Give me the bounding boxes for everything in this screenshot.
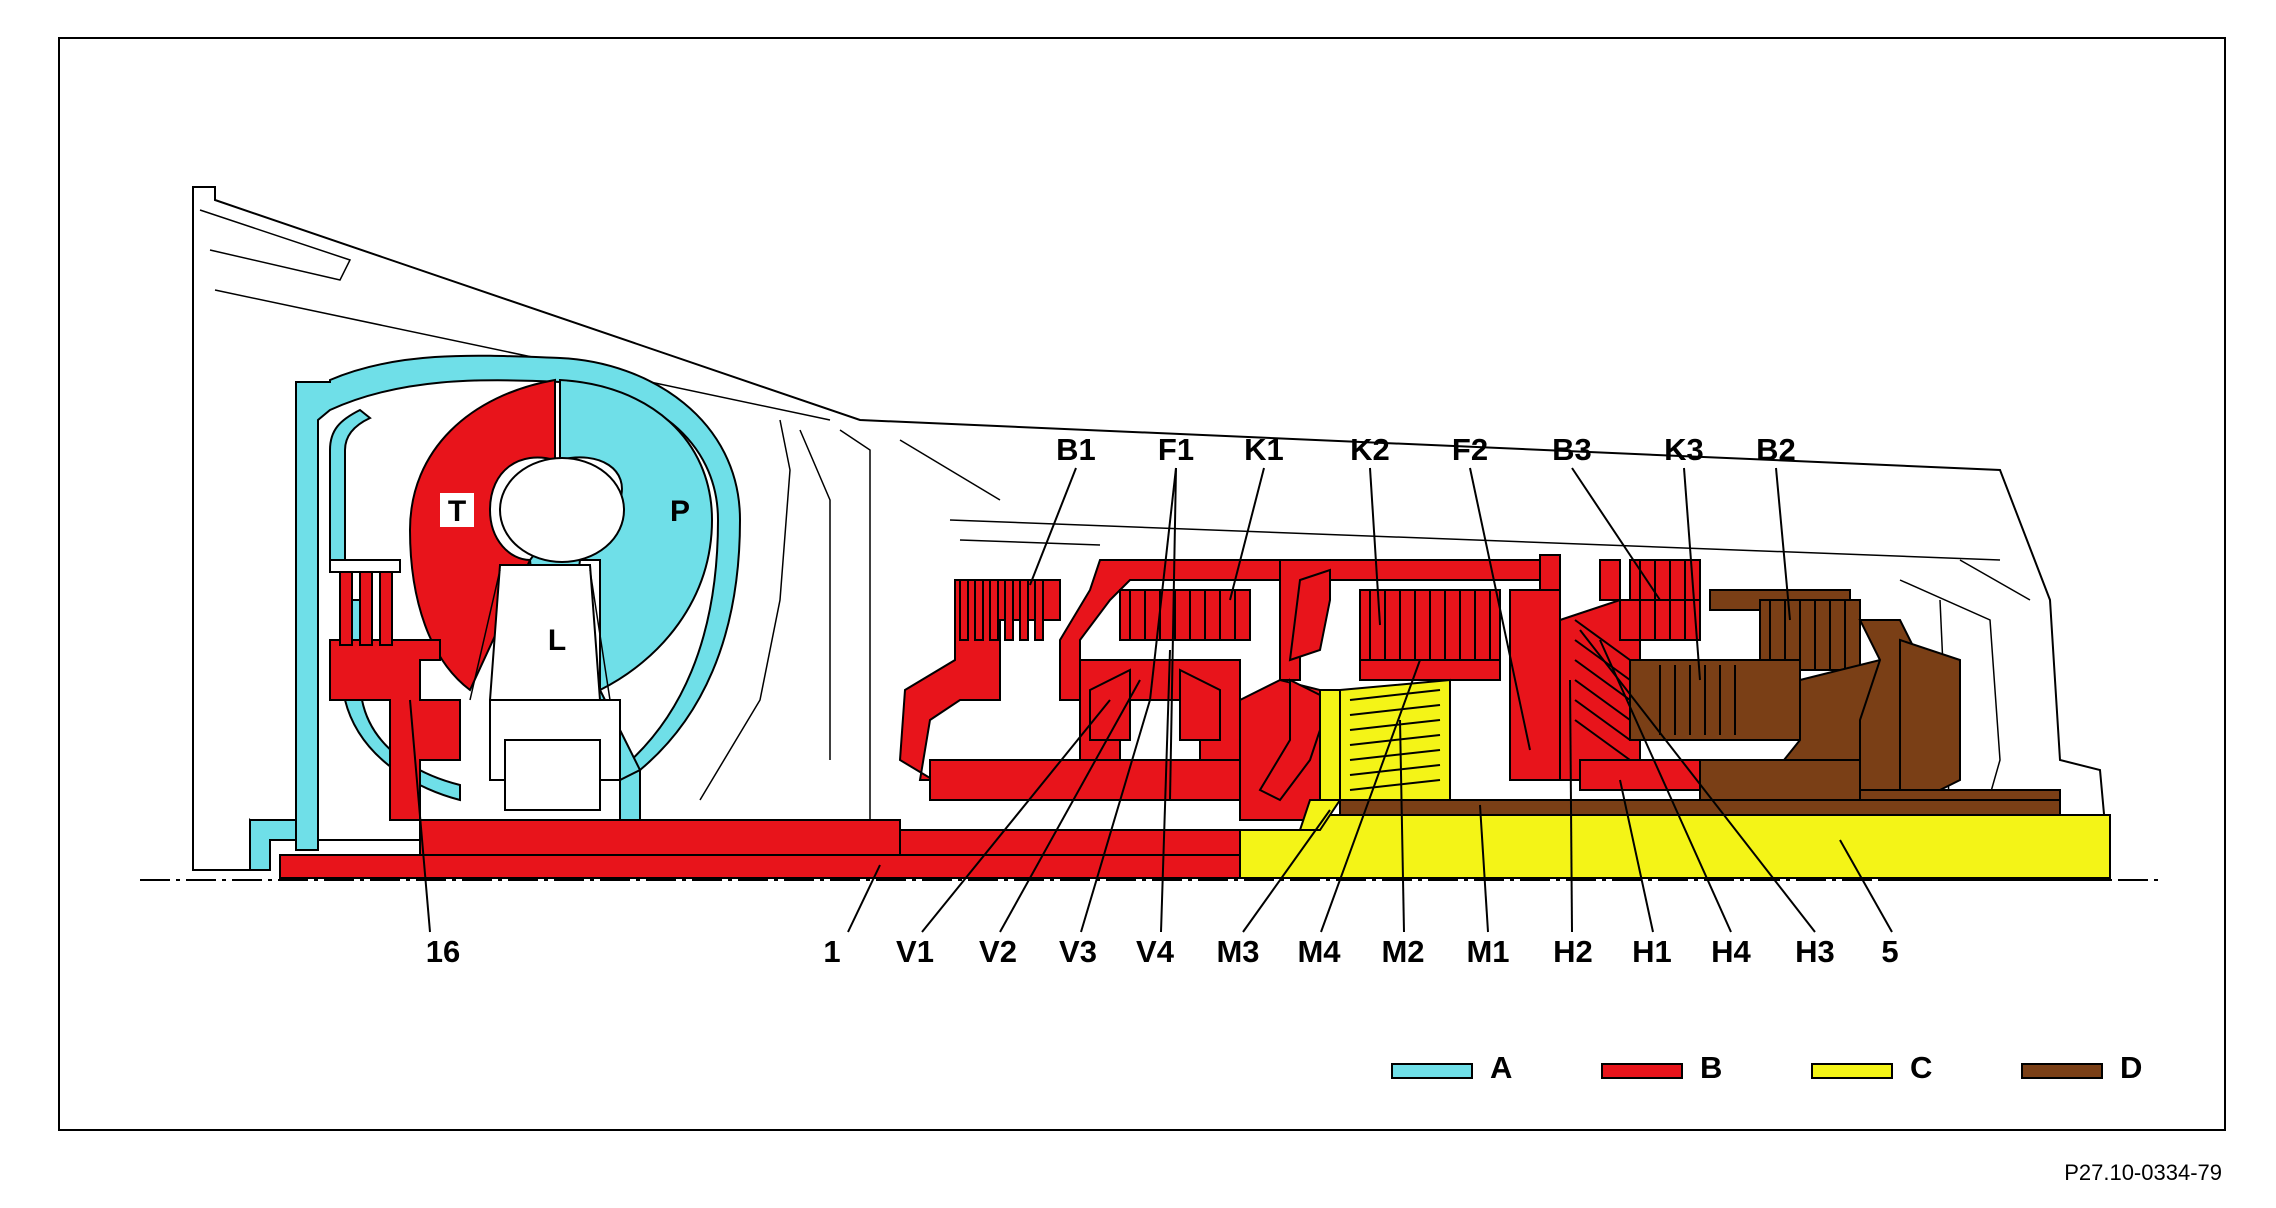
K1-plates — [1129, 590, 1236, 640]
label-M1: M1 — [1466, 934, 1509, 969]
legend-swatch-B — [1601, 1063, 1683, 1079]
turbine-T — [408, 378, 556, 692]
label-M4: M4 — [1297, 934, 1341, 969]
label-M3: M3 — [1216, 934, 1259, 969]
label-B2: B2 — [1756, 432, 1796, 467]
F2-plates — [1574, 619, 1631, 761]
label-K1: K1 — [1244, 432, 1284, 467]
label-M2: M2 — [1381, 934, 1424, 969]
label-H4: H4 — [1711, 934, 1751, 969]
svg-text:P: P — [670, 495, 690, 528]
legend-item-A: A — [1391, 1050, 1512, 1085]
label-16: 16 — [426, 934, 460, 969]
label-B3: B3 — [1552, 432, 1592, 467]
component-label-L: L — [548, 624, 566, 657]
legend-item-C: C — [1811, 1050, 1932, 1085]
reference-code: P27.10-0334-79 — [2064, 1160, 2222, 1185]
label-B1: B1 — [1056, 432, 1096, 467]
component-label-T: T — [440, 493, 474, 528]
label-H1: H1 — [1632, 934, 1672, 969]
legend: A B C D — [1391, 1050, 2142, 1085]
legend-swatch-C — [1811, 1063, 1893, 1079]
label-V2: V2 — [979, 934, 1017, 969]
pump-P — [528, 378, 714, 692]
legend-swatch-A — [1391, 1063, 1473, 1079]
lockup-clutch-red — [329, 559, 461, 821]
label-V4: V4 — [1136, 934, 1175, 969]
torus-core — [499, 457, 625, 563]
top-labels: B1 F1 K1 K2 F2 B3 K3 B2 — [1056, 432, 1796, 467]
clutch-packs-red — [898, 554, 1771, 821]
legend-item-D: D — [2021, 1050, 2142, 1085]
label-H3: H3 — [1795, 934, 1835, 969]
K2-plates — [1369, 590, 1491, 660]
stator-L — [469, 564, 621, 811]
torque-converter-cyan — [249, 354, 742, 871]
diagram-frame — [58, 37, 2226, 1131]
label-V3: V3 — [1059, 934, 1097, 969]
label-F2: F2 — [1452, 432, 1488, 467]
input-shaft-red — [279, 819, 1241, 879]
label-1: 1 — [823, 934, 840, 969]
label-F1: F1 — [1158, 432, 1194, 467]
legend-label-D: D — [2120, 1050, 2142, 1085]
component-label-P: P — [670, 495, 690, 528]
K3-plates — [1659, 665, 1736, 735]
legend-swatch-D — [2021, 1063, 2103, 1079]
output-shaft-yellow — [1239, 678, 2111, 879]
label-V1: V1 — [896, 934, 934, 969]
B2-plates — [1769, 600, 1846, 670]
legend-item-B: B — [1601, 1050, 1722, 1085]
leader-lines — [409, 467, 1893, 933]
rear-planetary-brown — [1339, 589, 2061, 816]
B3-plates — [1639, 560, 1686, 640]
svg-text:T: T — [448, 495, 466, 528]
M2-plates — [1349, 689, 1441, 791]
bottom-labels: 16 1 V1 V2 V3 V4 M3 M4 M2 M1 H2 H1 H4 H3… — [426, 934, 1899, 969]
legend-label-C: C — [1910, 1050, 1932, 1085]
label-5: 5 — [1881, 934, 1898, 969]
svg-text:L: L — [548, 624, 566, 657]
label-K3: K3 — [1664, 432, 1704, 467]
label-H2: H2 — [1553, 934, 1593, 969]
label-K2: K2 — [1350, 432, 1390, 467]
legend-label-A: A — [1490, 1050, 1512, 1085]
legend-label-B: B — [1700, 1050, 1722, 1085]
